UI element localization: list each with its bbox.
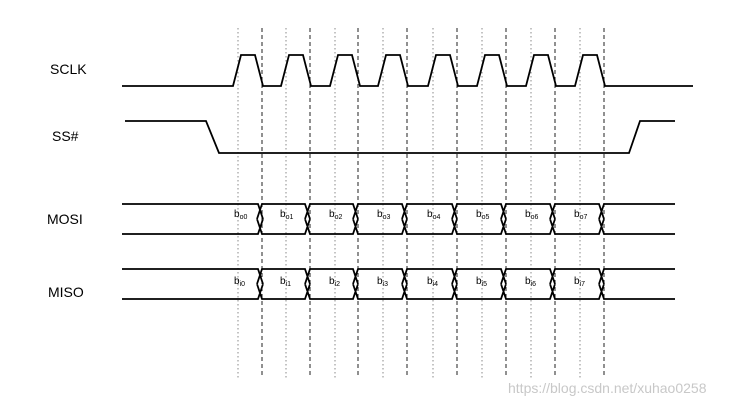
miso-bit-label-3: bi3: [377, 276, 388, 288]
miso-bit-labels: bi0 bi1 bi2 bi3 bi4 bi5 bi6 bi7: [234, 276, 585, 288]
mosi-waveform: [122, 203, 675, 235]
mosi-bit-label-3: bo3: [377, 209, 390, 221]
mosi-bit-label-0: bo0: [234, 209, 247, 221]
miso-bit-label-7: bi7: [574, 276, 585, 288]
miso-bit-label-4: bi4: [427, 276, 438, 288]
mosi-label: MOSI: [47, 211, 83, 227]
sclk-label: SCLK: [50, 61, 87, 77]
mosi-bit-label-7: bo7: [574, 209, 587, 221]
miso-bit-label-2: bi2: [329, 276, 340, 288]
mosi-bit-labels: bo0 bo1 bo2 bo3 bo4 bo5 bo6 bo7: [234, 209, 587, 221]
mosi-bit-label-1: bo1: [280, 209, 293, 221]
mosi-bit-label-6: bo6: [525, 209, 538, 221]
miso-waveform: [122, 268, 675, 300]
mosi-bit-label-4: bo4: [427, 209, 440, 221]
mosi-bit-label-5: bo5: [476, 209, 489, 221]
miso-bit-label-0: bi0: [234, 276, 245, 288]
ss-label: SS#: [52, 128, 79, 144]
watermark-text: https://blog.csdn.net/xuhao0258: [508, 380, 707, 396]
sclk-waveform: [122, 54, 693, 87]
miso-bit-label-5: bi5: [476, 276, 487, 288]
miso-bit-label-6: bi6: [525, 276, 536, 288]
mosi-bit-label-2: bo2: [329, 209, 342, 221]
miso-label: MISO: [48, 284, 84, 300]
ss-waveform: [125, 120, 675, 154]
timing-guide-lines: [237, 28, 605, 378]
miso-bit-label-1: bi1: [280, 276, 291, 288]
